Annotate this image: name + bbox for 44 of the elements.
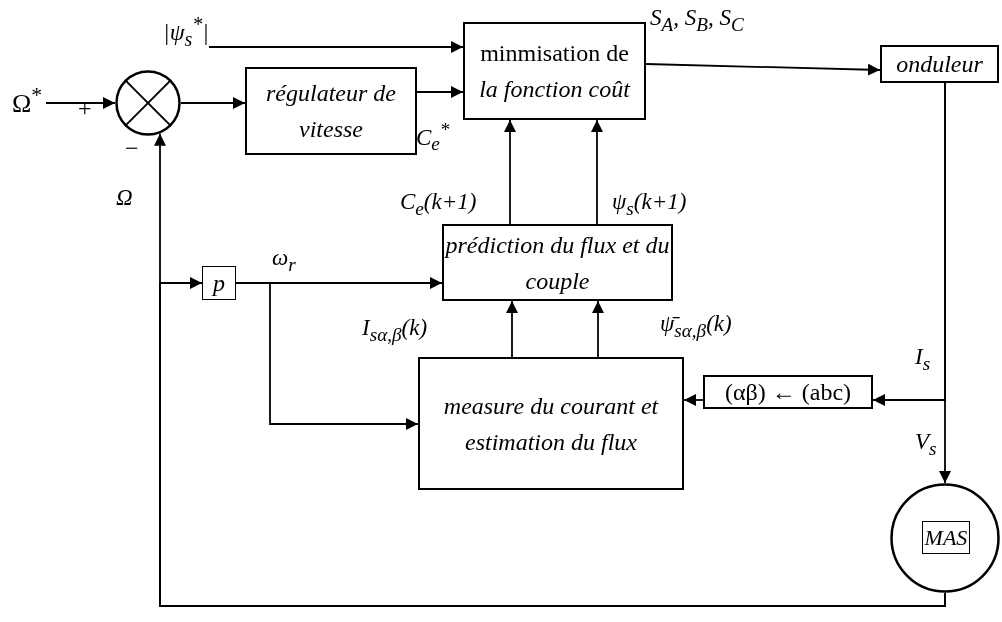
node-text: prédiction du flux et du couple xyxy=(444,230,671,296)
arrow xyxy=(180,97,246,109)
sign-label: + xyxy=(78,96,92,120)
node-text: (αβ) ← (abc) xyxy=(724,378,852,407)
process-box xyxy=(418,357,684,490)
node-text: Ω$^{*}$ xyxy=(11,82,43,120)
sign-label: − xyxy=(125,136,139,160)
node-text: minmisation de xyxy=(480,39,629,68)
arrow xyxy=(592,300,604,358)
arrow xyxy=(159,277,946,607)
node-text: p xyxy=(213,269,225,298)
summing-junction xyxy=(115,70,181,136)
edge-label: ψ$_{s}$(k+1) xyxy=(612,190,687,218)
edge-label: V$_{s}$ xyxy=(915,430,937,458)
edge-label: ω$_{r}$ xyxy=(272,246,296,274)
motor-circle xyxy=(890,483,1000,593)
process-box xyxy=(442,224,673,301)
arrow xyxy=(235,282,419,430)
edge-label: ψ̄$_{sα,β}$(k) xyxy=(660,312,732,340)
arrow xyxy=(504,119,516,225)
process-box xyxy=(880,45,999,83)
process-box xyxy=(245,67,417,155)
process-box xyxy=(202,266,236,300)
node-text: onduleur xyxy=(896,50,983,79)
node-text: |ψ$_{s}$$^{*}$| xyxy=(163,11,209,52)
process-box xyxy=(463,22,646,120)
node-text: la fonction coût xyxy=(479,75,630,104)
arrow xyxy=(645,63,881,76)
arrow xyxy=(208,41,464,53)
arrow xyxy=(506,300,518,358)
arrow xyxy=(683,394,704,406)
edge-label: I$_{sα,β}$(k) xyxy=(362,316,428,344)
node-text: régulateur de vitesse xyxy=(265,79,397,144)
edge-label: C$_{e}$(k+1) xyxy=(400,190,477,218)
edge-label: S$_{A}$, S$_{B}$, S$_{C}$ xyxy=(650,6,744,34)
arrow xyxy=(416,86,464,98)
arrow xyxy=(591,119,603,225)
process-box xyxy=(703,375,873,409)
edge-label: Ω xyxy=(116,186,133,209)
edge-label: I$_{s}$ xyxy=(915,345,931,373)
node-text: MAS xyxy=(924,524,968,552)
node-text: measure du courant et estimation du flux xyxy=(442,391,660,457)
arrow xyxy=(872,82,946,406)
arrow xyxy=(45,97,116,109)
